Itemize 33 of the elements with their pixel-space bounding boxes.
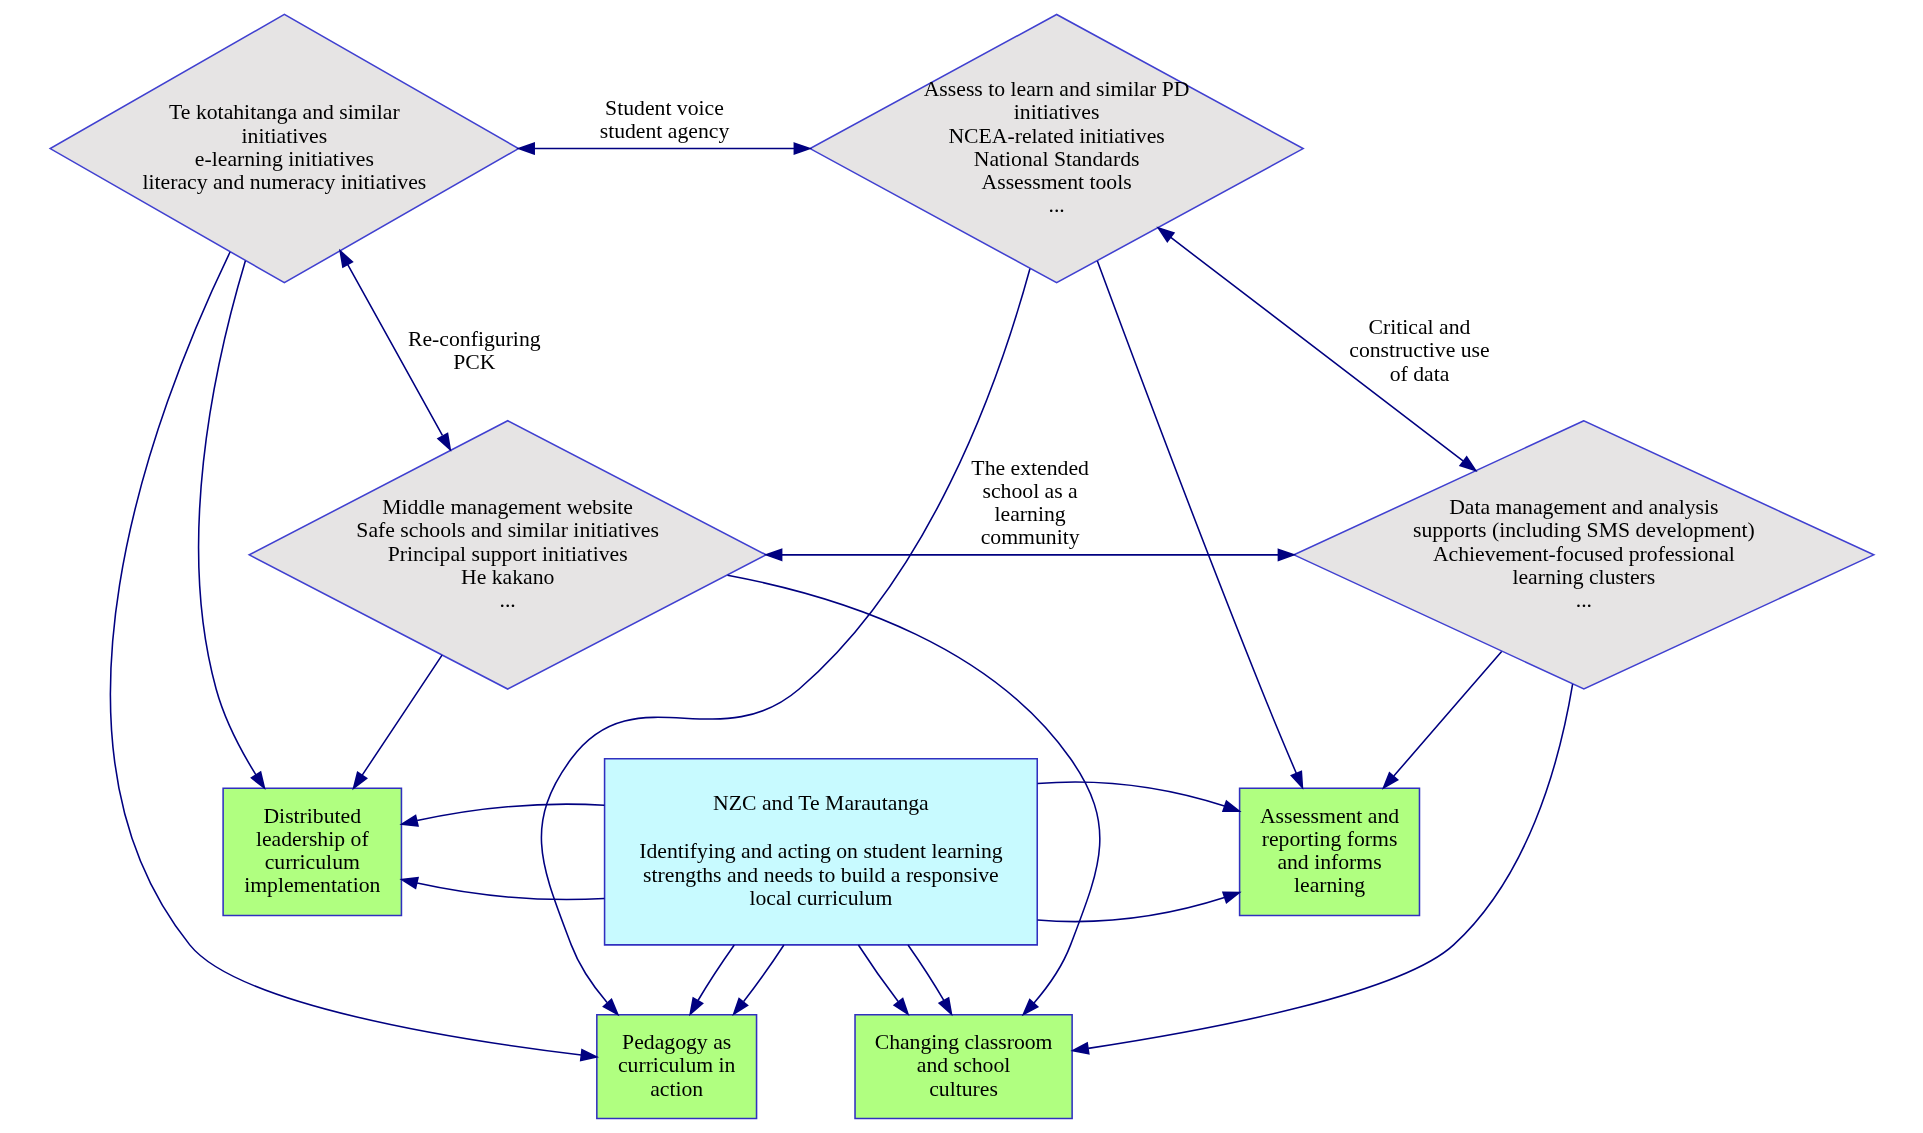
- arrow: [1155, 226, 1478, 473]
- arrow: [726, 574, 1101, 1017]
- arrow: [540, 267, 1031, 1017]
- arrow: [1036, 781, 1242, 813]
- node-box: Changing classroom and school cultures: [853, 1013, 1073, 1120]
- edge-label: Critical and constructive use of data: [1348, 315, 1490, 386]
- node-diamond: Te kotahitanga and similar initiatives e-learning initiatives literacy and numeracy initiatives: [48, 13, 520, 284]
- edge-label: The extended school as a learning community: [970, 455, 1089, 550]
- arrow: [398, 803, 605, 827]
- edge-label: Student voice student agency: [599, 95, 729, 144]
- node-diamond: Data management and analysis supports (including SMS development) Achievement-focused professional learning clusters ...: [1291, 419, 1876, 690]
- arrow: [906, 944, 953, 1017]
- arrow: [857, 944, 909, 1016]
- arrow: [1096, 260, 1303, 790]
- arrow: [338, 248, 451, 452]
- node-diamond: Middle management website Safe schools and similar initiatives Principal support initiatives He kakano ...: [247, 419, 768, 690]
- node-diamond: Assess to learn and similar PD initiatives NCEA-related initiatives National Standards Assessment tools ...: [807, 13, 1305, 284]
- arrow: [1069, 683, 1573, 1055]
- arrow: [1036, 891, 1242, 923]
- node-box: Assessment and reporting forms and informs learning: [1238, 787, 1420, 917]
- arrow: [351, 654, 443, 791]
- arrow: [763, 548, 1296, 562]
- node-box: Distributed leadership of curriculum implementation: [221, 787, 402, 917]
- arrow: [688, 944, 735, 1017]
- arrow: [109, 251, 599, 1062]
- arrow: [1381, 650, 1502, 790]
- arrow: [515, 142, 812, 156]
- arrow: [398, 876, 605, 901]
- arrow: [197, 260, 266, 790]
- node-box: NZC and Te Marautanga Identifying and acting on student learning strengths and needs to build a responsive local curriculum: [603, 758, 1038, 946]
- edge-label: Re-configuring PCK: [407, 326, 541, 375]
- node-box: Pedagogy as curriculum in action: [595, 1013, 757, 1120]
- arrow: [731, 944, 785, 1016]
